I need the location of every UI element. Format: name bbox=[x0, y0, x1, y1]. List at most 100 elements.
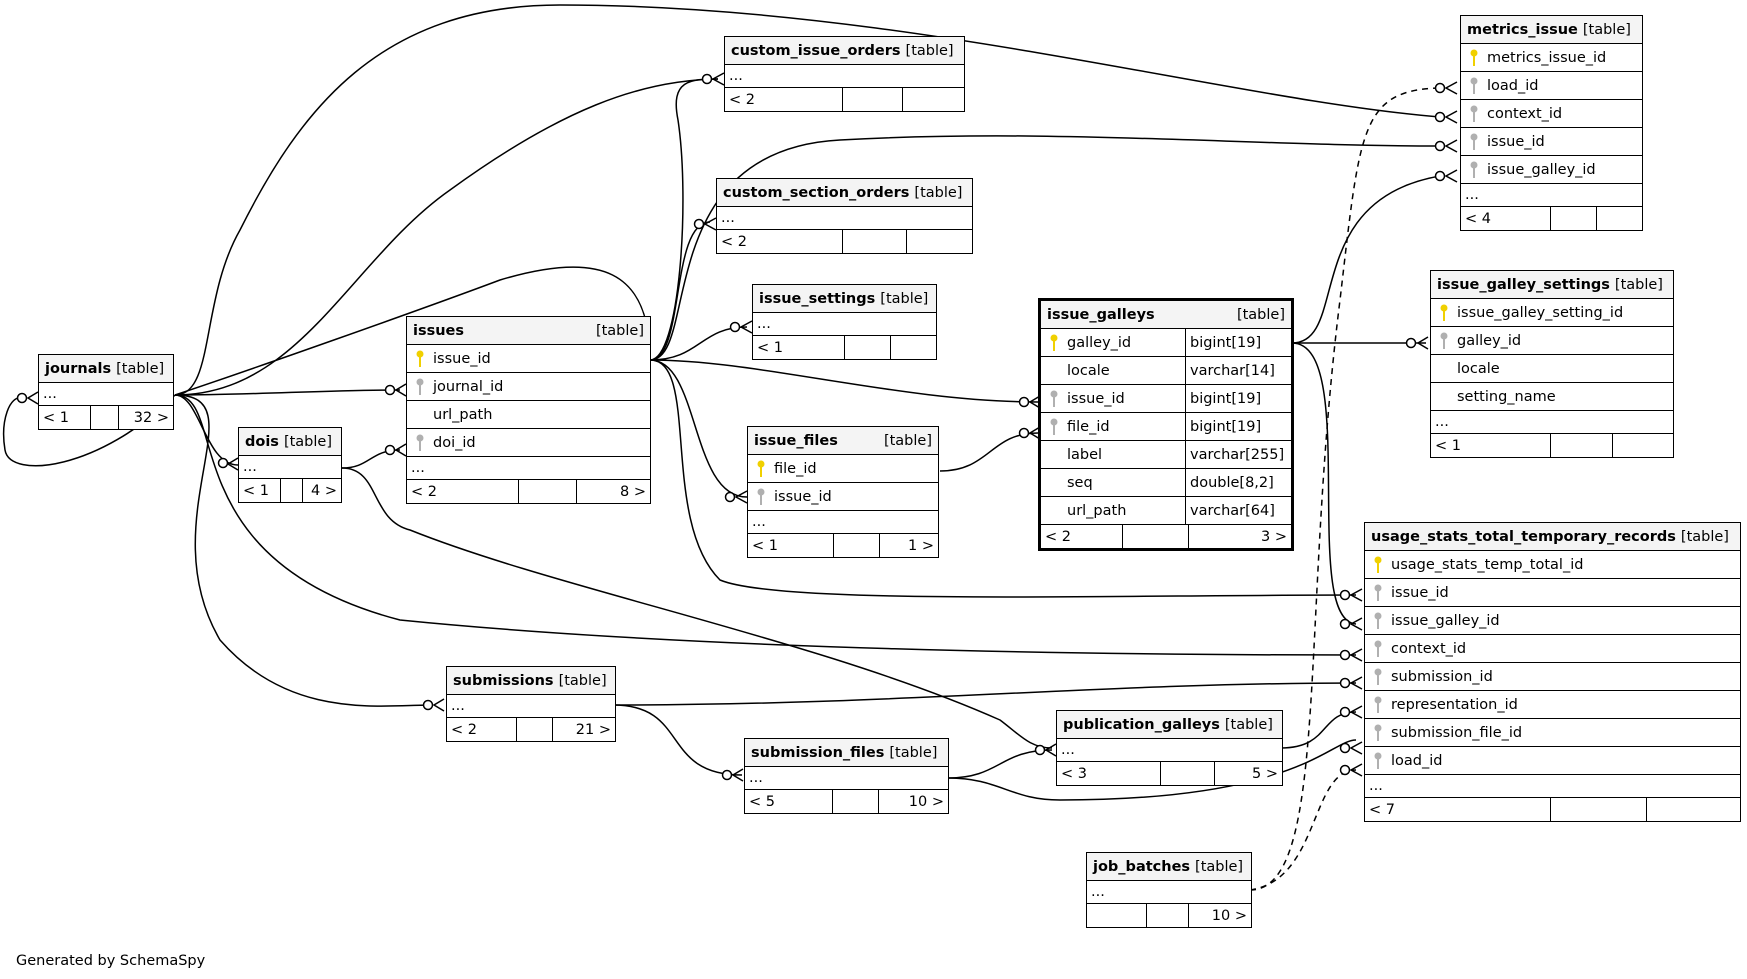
table-publication-galleys[interactable]: publication_galleys[table] ... < 3 5 > bbox=[1056, 710, 1283, 786]
stats-row: < 2 8 > bbox=[407, 480, 650, 503]
column-name: issue_id bbox=[433, 350, 491, 367]
ellipsis-row: ... bbox=[1087, 881, 1251, 904]
stats-row: < 1 1 > bbox=[748, 534, 938, 557]
foreign-key-icon bbox=[407, 378, 433, 396]
edge-issues-galleys-issue bbox=[649, 359, 1039, 403]
column-type: bigint[19] bbox=[1185, 385, 1291, 412]
column-row[interactable]: galley_id bbox=[1431, 327, 1673, 355]
column-row[interactable]: issue_galley_id bbox=[1461, 156, 1642, 184]
stat-columns bbox=[1551, 434, 1613, 457]
column-row[interactable]: issue_id bbox=[1365, 579, 1740, 607]
table-issue-files[interactable]: issue_files[table] file_id issue_id ... … bbox=[747, 426, 939, 558]
stat-children bbox=[907, 230, 972, 253]
table-tag: [table] bbox=[283, 433, 332, 450]
column-row[interactable]: context_id bbox=[1461, 100, 1642, 128]
table-custom-issue-orders[interactable]: custom_issue_orders[table] ... < 2 bbox=[724, 36, 965, 112]
table-job-batches[interactable]: job_batches[table] ... 10 > bbox=[1086, 852, 1252, 928]
column-row[interactable]: issue_id bbox=[748, 483, 938, 511]
table-issue-galley-settings[interactable]: issue_galley_settings[table] issue_galle… bbox=[1430, 270, 1674, 458]
stats-row: < 1 32 > bbox=[39, 406, 173, 429]
column-row[interactable]: submission_file_id bbox=[1365, 719, 1740, 747]
stats-row: < 2 bbox=[717, 230, 972, 253]
table-submission-files[interactable]: submission_files[table] ... < 5 10 > bbox=[744, 738, 949, 814]
stat-children: 10 > bbox=[1211, 907, 1247, 924]
stat-children: 32 > bbox=[133, 409, 169, 426]
column-row[interactable]: url_path varchar[64] bbox=[1041, 497, 1291, 525]
table-tag: [table] bbox=[1224, 716, 1273, 733]
column-row[interactable]: setting_name bbox=[1431, 383, 1673, 411]
column-row[interactable]: issue_galley_setting_id bbox=[1431, 299, 1673, 327]
column-row[interactable]: representation_id bbox=[1365, 691, 1740, 719]
table-dois[interactable]: dois[table] ... < 1 4 > bbox=[238, 427, 342, 503]
stat-columns bbox=[843, 230, 907, 253]
stat-columns bbox=[843, 88, 903, 111]
table-tag: [table] bbox=[1195, 858, 1244, 875]
column-row[interactable]: file_id bbox=[748, 455, 938, 483]
foreign-key-icon bbox=[1365, 724, 1391, 742]
column-row[interactable]: issue_galley_id bbox=[1365, 607, 1740, 635]
stat-children: 8 > bbox=[620, 483, 646, 500]
table-metrics-issue[interactable]: metrics_issue[table] metrics_issue_id lo… bbox=[1460, 15, 1643, 231]
table-name: issues bbox=[413, 322, 465, 339]
table-tag: [table] bbox=[889, 744, 938, 761]
stat-children bbox=[903, 88, 964, 111]
stat-parents bbox=[1087, 904, 1147, 927]
column-row[interactable]: locale bbox=[1431, 355, 1673, 383]
stat-columns bbox=[281, 479, 303, 502]
column-row[interactable]: context_id bbox=[1365, 635, 1740, 663]
column-row[interactable]: load_id bbox=[1461, 72, 1642, 100]
table-submissions[interactable]: submissions[table] ... < 2 21 > bbox=[446, 666, 616, 742]
column-type: varchar[64] bbox=[1185, 497, 1291, 524]
primary-key-icon bbox=[1365, 556, 1391, 574]
column-row[interactable]: usage_stats_temp_total_id bbox=[1365, 551, 1740, 579]
edge-jobbatches-metrics-load bbox=[1249, 87, 1441, 891]
edge-journals-metrics-context bbox=[174, 4, 1441, 396]
column-row[interactable]: issue_id bbox=[407, 345, 650, 373]
edge-journals-submissions bbox=[174, 394, 433, 707]
table-tag: [table] bbox=[595, 322, 644, 339]
edge-journals-custom-issue-orders bbox=[174, 78, 719, 396]
column-name: context_id bbox=[1391, 640, 1467, 657]
stat-children: 3 > bbox=[1261, 528, 1287, 545]
table-usage-stats-total-temporary-records[interactable]: usage_stats_total_temporary_records[tabl… bbox=[1364, 522, 1741, 822]
foreign-key-icon bbox=[1041, 418, 1067, 436]
foreign-key-icon bbox=[1431, 332, 1457, 350]
table-name: publication_galleys bbox=[1063, 716, 1220, 733]
column-row[interactable]: submission_id bbox=[1365, 663, 1740, 691]
column-name: issue_id bbox=[774, 488, 832, 505]
column-name: usage_stats_temp_total_id bbox=[1391, 556, 1584, 573]
column-name: locale bbox=[1067, 362, 1110, 379]
stat-parents: < 3 bbox=[1057, 762, 1161, 785]
column-name: setting_name bbox=[1457, 388, 1556, 405]
column-name: file_id bbox=[1067, 418, 1110, 435]
column-name: url_path bbox=[1067, 502, 1127, 519]
table-header: issue_galleys[table] bbox=[1041, 301, 1291, 329]
table-issue-settings[interactable]: issue_settings[table] ... < 1 bbox=[752, 284, 937, 360]
column-row[interactable]: url_path bbox=[407, 401, 650, 429]
ellipsis-row: ... bbox=[745, 767, 948, 790]
column-name: label bbox=[1067, 446, 1103, 463]
table-issues[interactable]: issues [table] issue_id journal_id url_pa… bbox=[406, 316, 651, 504]
table-journals[interactable]: journals[table] ... < 1 32 > bbox=[38, 354, 174, 430]
stat-children bbox=[1613, 434, 1673, 457]
column-row[interactable]: journal_id bbox=[407, 373, 650, 401]
stat-parents: < 7 bbox=[1365, 798, 1551, 821]
column-row[interactable]: issue_id bbox=[1461, 128, 1642, 156]
stat-parents: < 2 bbox=[725, 88, 843, 111]
column-row[interactable]: metrics_issue_id bbox=[1461, 44, 1642, 72]
table-custom-section-orders[interactable]: custom_section_orders[table] ... < 2 bbox=[716, 178, 973, 254]
column-row[interactable]: doi_id bbox=[407, 429, 650, 457]
edge-galleys-metrics bbox=[1291, 175, 1441, 344]
column-row[interactable]: load_id bbox=[1365, 747, 1740, 775]
ellipsis-row: ... bbox=[1461, 184, 1642, 207]
table-header: dois[table] bbox=[239, 428, 341, 456]
table-tag: [table] bbox=[905, 42, 954, 59]
foreign-key-icon bbox=[1365, 640, 1391, 658]
